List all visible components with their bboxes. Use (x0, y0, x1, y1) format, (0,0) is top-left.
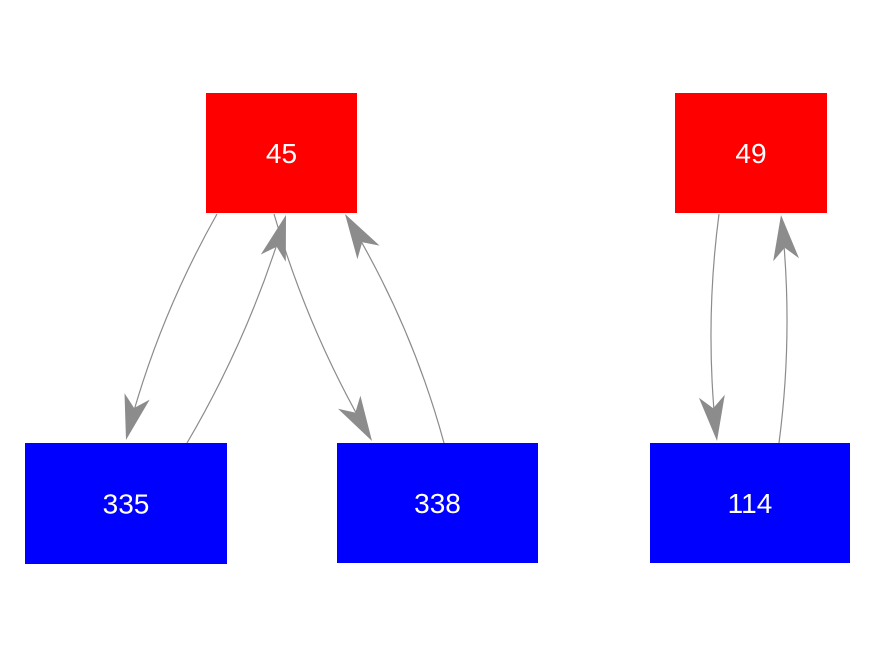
node-label-335: 335 (103, 488, 150, 519)
edge-line-45-335 (134, 213, 218, 409)
node-label-49: 49 (735, 138, 766, 169)
edge-arrowhead-45-338 (338, 395, 372, 441)
graph-node-335: 335 (25, 443, 227, 564)
edge-line-45-338 (273, 213, 357, 413)
node-label-114: 114 (728, 488, 773, 519)
edge-arrowhead-49-114 (698, 394, 725, 441)
edge-line-338-45 (361, 242, 445, 444)
node-box-338 (337, 443, 538, 563)
edge-line-335-45 (186, 246, 277, 444)
edge-line-49-114 (710, 213, 720, 409)
node-label-338: 338 (414, 488, 461, 519)
node-label-45: 45 (266, 138, 297, 169)
edge-arrowhead-338-45 (345, 214, 380, 260)
node-box-45 (206, 93, 357, 213)
node-box-335 (25, 443, 227, 564)
node-box-49 (675, 93, 827, 213)
edge-line-114-49 (778, 247, 788, 444)
edge-arrowhead-114-49 (773, 215, 799, 262)
edge-arrowhead-45-335 (124, 393, 150, 440)
graph-node-49: 49 (675, 93, 827, 213)
graph-node-338: 338 (337, 443, 538, 563)
node-box-114 (650, 443, 850, 563)
graph-node-114: 114 (650, 443, 850, 563)
graph-node-45: 45 (206, 93, 357, 213)
edge-arrowhead-335-45 (260, 215, 286, 262)
